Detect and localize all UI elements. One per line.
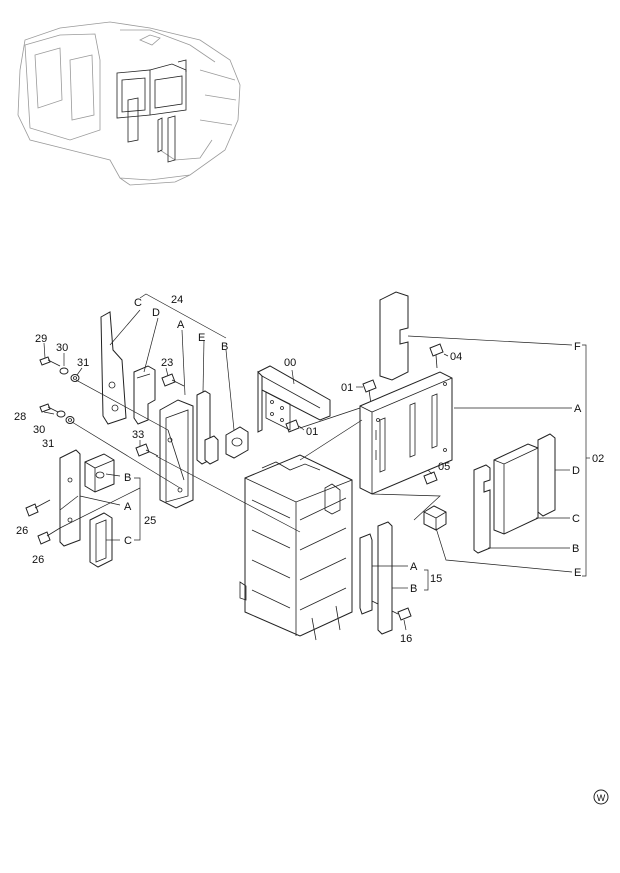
part-24-plate-a xyxy=(159,399,194,509)
bolt-29 xyxy=(39,356,61,367)
washer-30-top xyxy=(59,367,69,375)
label-33: 33 xyxy=(132,429,144,441)
circled-w-mark-icon: W xyxy=(593,789,609,805)
label-16: 16 xyxy=(400,633,412,645)
leader-lines xyxy=(43,293,590,631)
part-02-seal-f xyxy=(379,291,409,381)
corner-mark-text: W xyxy=(597,793,606,803)
part-24-bracket-c xyxy=(100,311,127,425)
label-31-top: 31 xyxy=(77,357,89,369)
bolt-16 xyxy=(369,599,412,621)
label-31-lower: 31 xyxy=(42,438,54,450)
label-b-15: B xyxy=(410,583,417,595)
label-a-24: A xyxy=(177,319,185,331)
part-25-plate-a xyxy=(59,449,81,547)
label-25: 25 xyxy=(144,515,156,527)
label-05: 05 xyxy=(438,461,450,473)
callout-labels: C 24 D A E B 29 30 31 23 28 30 31 33 B A… xyxy=(14,294,604,645)
label-c-25: C xyxy=(124,535,132,547)
part-02-seal-e xyxy=(423,505,447,531)
label-a-15: A xyxy=(410,561,418,573)
bolt-01-lower xyxy=(285,419,300,433)
label-02: 02 xyxy=(592,453,604,465)
label-01-upper: 01 xyxy=(341,382,353,394)
label-26-upper: 26 xyxy=(16,525,28,537)
bolt-26-upper xyxy=(25,499,51,517)
label-a-25: A xyxy=(124,501,132,513)
label-b-02: B xyxy=(572,543,579,555)
label-d-24: D xyxy=(152,307,160,319)
label-15: 15 xyxy=(430,573,442,585)
label-f-02: F xyxy=(574,341,581,353)
radiator-assembly xyxy=(239,454,353,641)
washer-31-top xyxy=(70,374,80,382)
label-24: 24 xyxy=(171,294,183,306)
label-00: 00 xyxy=(284,357,296,369)
label-23: 23 xyxy=(161,357,173,369)
label-c-24: C xyxy=(134,297,142,309)
label-e-02: E xyxy=(574,567,581,579)
part-00-frame xyxy=(257,365,331,433)
label-c-02: C xyxy=(572,513,580,525)
machine-overview-sketch xyxy=(17,21,241,186)
part-02-seal-d xyxy=(537,433,556,517)
washer-31-lower xyxy=(65,416,75,424)
part-24-strip-e xyxy=(196,390,219,465)
part-02-seal-b xyxy=(473,464,491,554)
main-panel-a xyxy=(359,371,453,495)
bolt-04 xyxy=(429,343,444,369)
label-28: 28 xyxy=(14,411,26,423)
bolt-33 xyxy=(135,443,159,457)
label-29: 29 xyxy=(35,333,47,345)
bolt-28 xyxy=(39,403,59,413)
label-30-top: 30 xyxy=(56,342,68,354)
label-e-24: E xyxy=(198,332,205,344)
label-a-02: A xyxy=(574,403,582,415)
part-25-block-b xyxy=(84,453,115,493)
label-d-02: D xyxy=(572,465,580,477)
part-24-pad-b xyxy=(225,426,249,459)
part-25-bracket-c xyxy=(89,512,113,568)
label-b-24: B xyxy=(221,341,228,353)
bolt-05 xyxy=(423,471,438,485)
part-02-seal-c xyxy=(493,443,539,535)
part-24-bracket-d xyxy=(133,365,156,425)
label-b-25: B xyxy=(124,472,131,484)
bolt-26-lower xyxy=(37,527,61,545)
washer-30-lower xyxy=(56,410,66,418)
bolt-01-upper xyxy=(362,379,377,405)
bolt-23 xyxy=(161,373,185,387)
label-04: 04 xyxy=(450,351,462,363)
part-15-strip-b xyxy=(377,521,393,635)
label-26-lower: 26 xyxy=(32,554,44,566)
label-01-lower: 01 xyxy=(306,426,318,438)
part-15-strip-a xyxy=(359,533,373,615)
label-30-lower: 30 xyxy=(33,424,45,436)
